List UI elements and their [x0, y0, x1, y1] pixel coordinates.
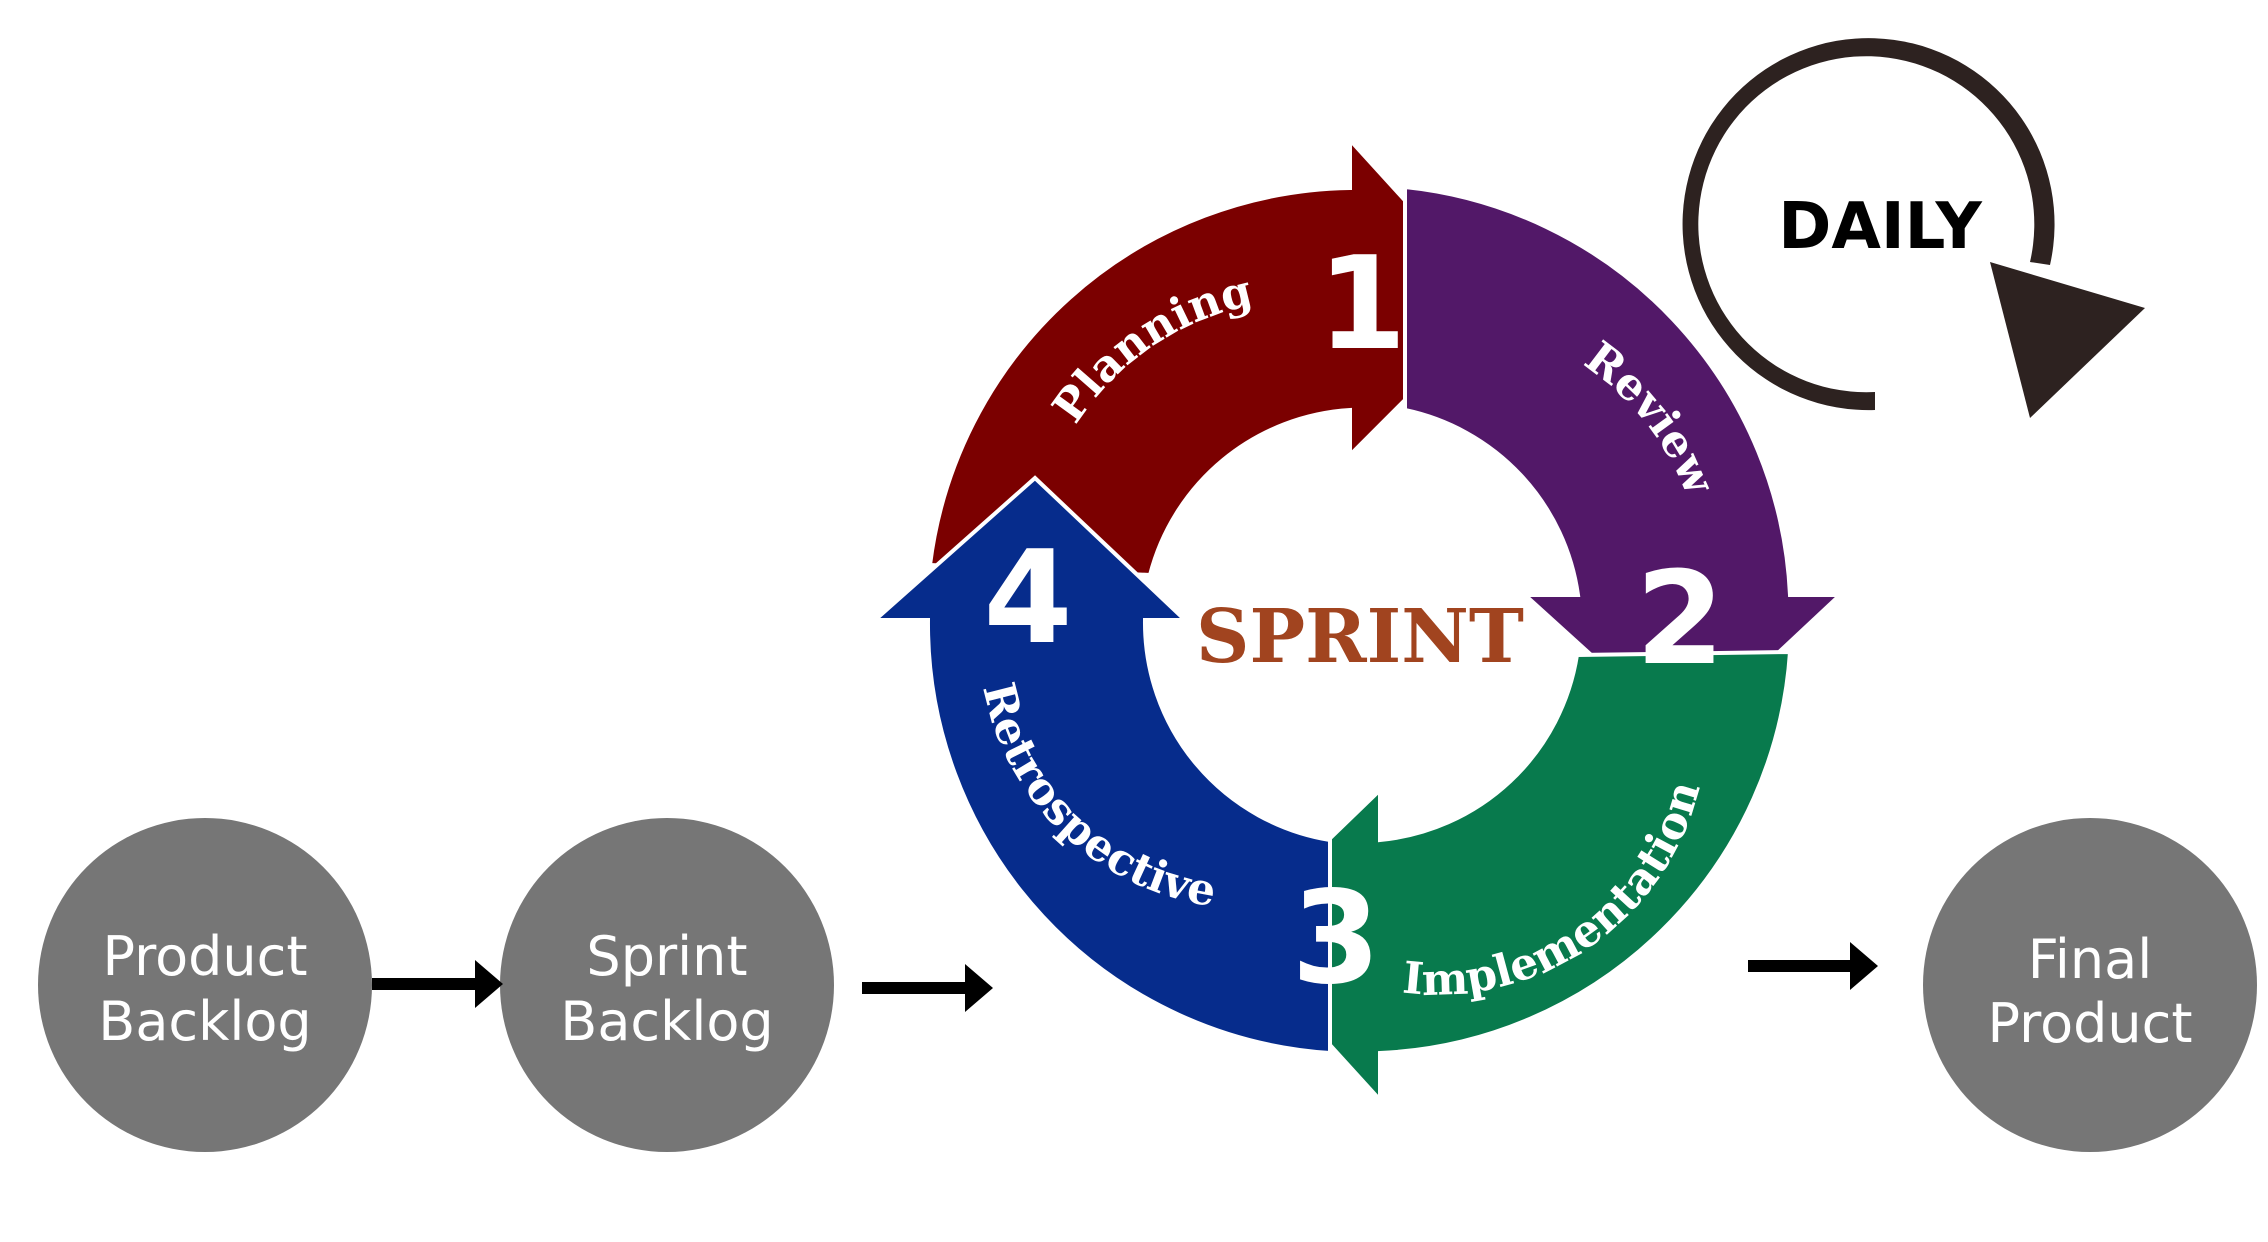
node-product-backlog-line2: Backlog [98, 990, 311, 1053]
sprint-label: SPRINT [1196, 594, 1524, 680]
node-product-backlog-line1: Product [102, 925, 307, 988]
node-final-product: Final Product [1923, 818, 2257, 1152]
phase-4-number: 4 [983, 524, 1072, 673]
node-final-product-line2: Product [1987, 992, 2192, 1055]
phase-2-number: 2 [1635, 545, 1724, 694]
node-sprint-backlog-line1: Sprint [586, 925, 747, 988]
node-sprint-backlog: Sprint Backlog [500, 818, 834, 1152]
implementation-arrow [1227, 649, 1793, 1106]
connector-arrow-2 [862, 964, 993, 1012]
node-sprint-backlog-line2: Backlog [560, 990, 773, 1053]
node-product-backlog: Product Backlog [38, 818, 372, 1152]
phase-3-number: 3 [1291, 864, 1380, 1013]
daily-label: DAILY [1778, 190, 1982, 264]
planning-arrow [927, 134, 1503, 578]
daily-loop-arrowhead-icon [1990, 262, 2145, 418]
daily-loop: DAILY [1682, 38, 2145, 418]
phase-1-number: 1 [1317, 230, 1406, 379]
retrospective-arrow [869, 475, 1332, 1056]
node-final-product-line1: Final [2028, 928, 2152, 991]
connector-arrow-3 [1748, 942, 1878, 990]
connector-arrow-1 [372, 960, 503, 1008]
review-arrow [1403, 184, 1846, 743]
